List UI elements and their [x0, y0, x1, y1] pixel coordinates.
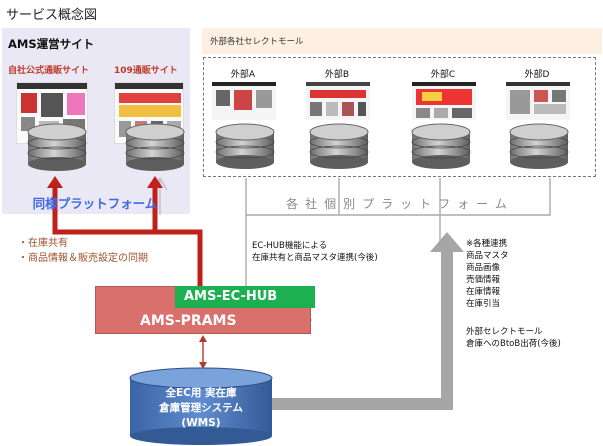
external-mall-screenshot-c: [412, 82, 476, 120]
ams-ec-hub-label: AMS-EC-HUB: [184, 289, 278, 304]
page-title: サービス概念図: [6, 8, 98, 23]
wms-label-line: (WMS): [181, 417, 221, 429]
hub-note: EC-HUB機能による 在庫共有と商品マスタ連携(今後): [252, 240, 378, 264]
gray-wms-arrow: [272, 232, 464, 410]
integration-note-line: 商品マスタ: [466, 251, 509, 261]
integration-note-line: 商品画像: [466, 263, 501, 273]
site109-label: 109通販サイト: [114, 66, 178, 76]
ams-prams-label: AMS-PRAMS: [140, 313, 237, 329]
ams-panel-title: AMS運営サイト: [8, 37, 95, 51]
integration-note-line: 在庫情報: [466, 287, 501, 297]
external-mall-label-c: 外部C: [430, 70, 456, 80]
sync-note-product: ・商品情報＆販売設定の同期: [18, 253, 148, 264]
database-icon-external-b: [309, 123, 369, 169]
individual-platform-label: 各社個別プラットフォーム: [286, 197, 514, 211]
external-mall-header-text: 外部各社セレクトモール: [210, 37, 304, 47]
database-icon-external-c: [411, 123, 471, 169]
red-sync-arrow: [47, 176, 203, 286]
hub-note-line: EC-HUB機能による: [252, 241, 328, 251]
wms-label-line: 全EC用 実在庫: [165, 387, 237, 399]
external-mall-box: [203, 57, 596, 177]
btob-note: 外部セレクトモール 倉庫へのBtoB出荷(今後): [466, 326, 561, 350]
wms-label: 全EC用 実在庫 倉庫管理システム (WMS): [130, 386, 272, 431]
btob-note-line: 外部セレクトモール: [466, 327, 543, 337]
database-icon-external-a: [215, 123, 275, 169]
external-mall-header: [202, 28, 602, 54]
external-mall-screenshot-a: [212, 82, 276, 120]
sync-notes: ・在庫共有 ・商品情報＆販売設定の同期: [18, 236, 148, 266]
database-icon-external-d: [509, 123, 569, 169]
external-mall-label-d: 外部D: [524, 70, 550, 80]
integration-notes: ※各種連携 商品マスタ 商品画像 売価情報 在庫情報 在庫引当: [466, 238, 509, 310]
ams-ec-hub-box: [175, 286, 315, 308]
same-platform-label: 同様プラットフォーム: [32, 196, 158, 211]
wms-cylinder: [129, 367, 273, 445]
database-icon-ams-109: [125, 123, 185, 171]
integration-note-line: 売価情報: [466, 275, 501, 285]
own-site-label: 自社公式通販サイト: [8, 66, 90, 76]
external-mall-label-b: 外部B: [324, 70, 350, 80]
sync-note-inventory: ・在庫共有: [18, 238, 68, 249]
external-mall-label-a: 外部A: [230, 70, 256, 80]
hub-note-line: 在庫共有と商品マスタ連携(今後): [252, 253, 378, 263]
external-mall-screenshot-d: [506, 82, 570, 120]
integration-note-line: 在庫引当: [466, 299, 501, 309]
external-mall-screenshot-b: [306, 82, 370, 120]
prams-wms-arrow: [199, 335, 207, 369]
wms-label-line: 倉庫管理システム: [159, 402, 243, 414]
btob-note-line: 倉庫へのBtoB出荷(今後): [466, 339, 561, 349]
integration-note-line: ※各種連携: [466, 239, 508, 249]
database-icon-ams-own: [27, 123, 87, 171]
